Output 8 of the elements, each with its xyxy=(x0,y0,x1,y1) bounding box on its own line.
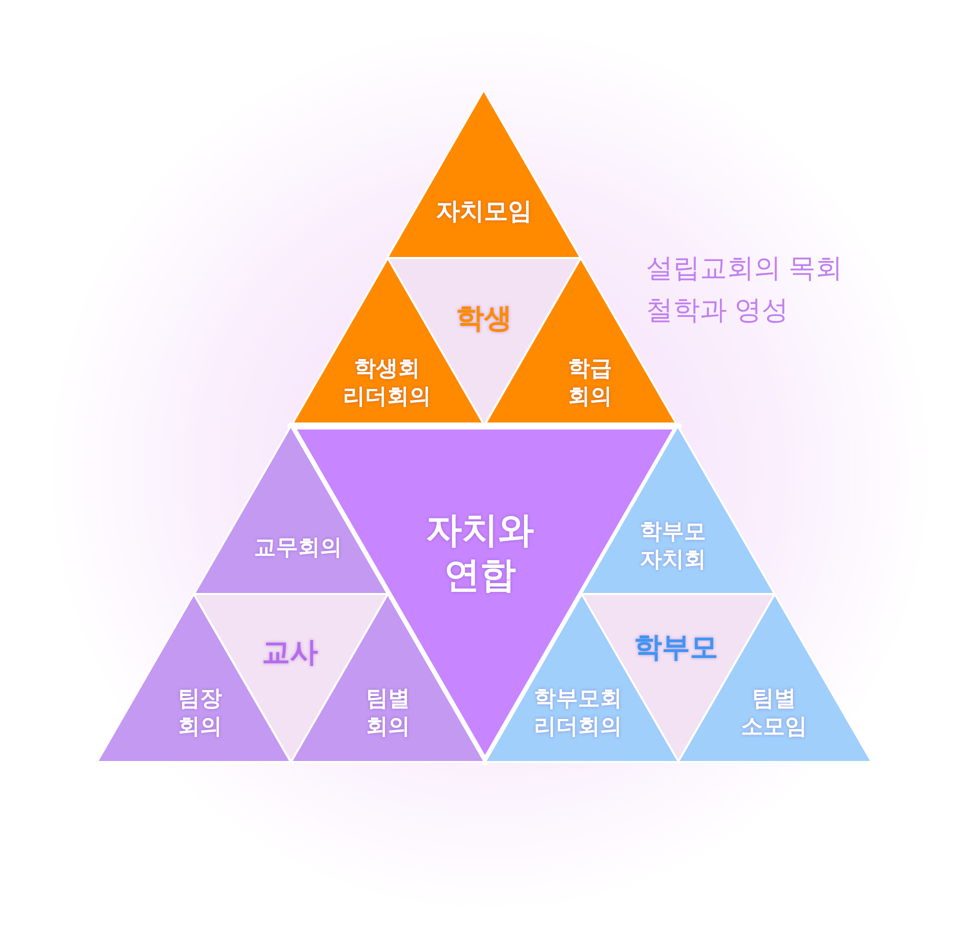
side-note: 설립교회의 목회 철학과 영성 xyxy=(646,252,844,327)
segment-label: 학생 xyxy=(456,302,512,336)
segment-label: 팀장 회의 xyxy=(178,684,222,740)
segment-label: 학급 회의 xyxy=(568,354,612,410)
triangle-segment xyxy=(387,90,581,258)
segment-label: 학생회 리더회의 xyxy=(343,354,431,410)
segment-label: 팀별 소모임 xyxy=(741,684,807,740)
segment-label: 자치모임 xyxy=(436,197,532,227)
